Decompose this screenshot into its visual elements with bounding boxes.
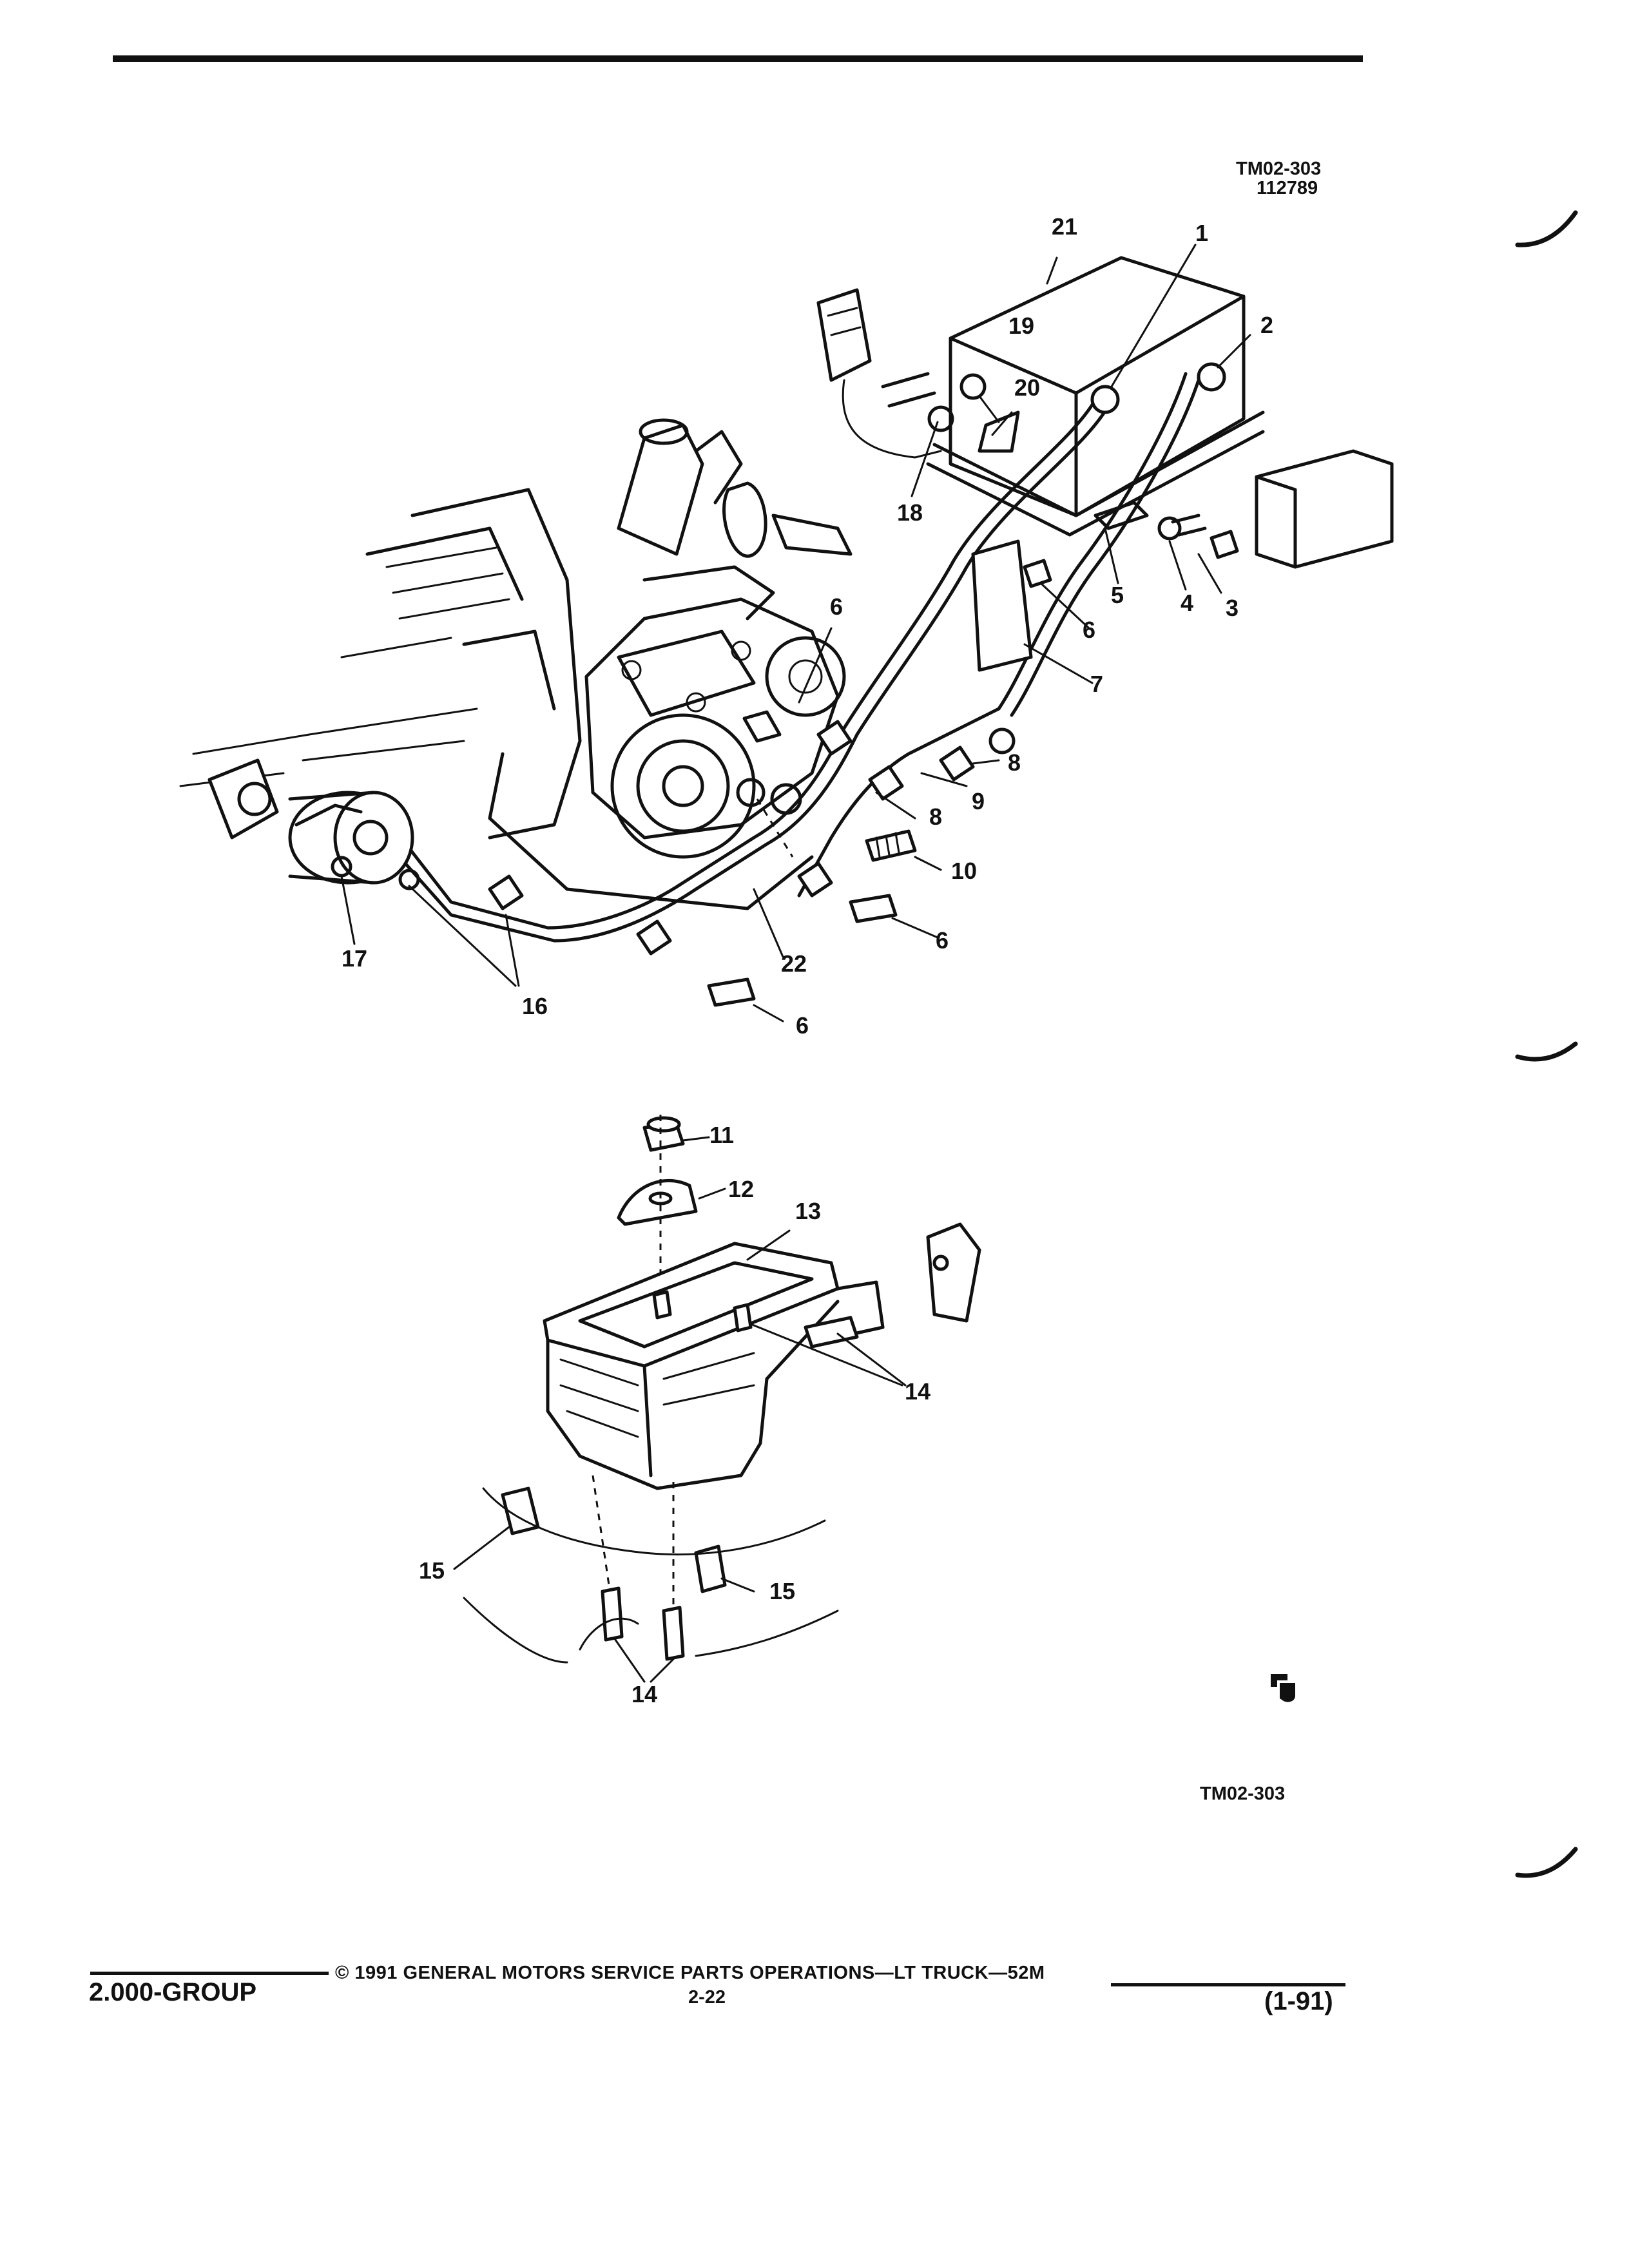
callout-2: 2 xyxy=(1260,312,1274,338)
footer-date: (1-91) xyxy=(1264,1987,1333,2015)
starter-motor-drawing xyxy=(207,758,420,890)
callout-16: 16 xyxy=(521,993,548,1019)
callout-7: 7 xyxy=(1090,671,1104,697)
footer-group: 2.000-GROUP xyxy=(89,1978,257,2006)
callout-22: 22 xyxy=(780,950,807,977)
binder-mark xyxy=(1515,210,1578,247)
callout-15: 15 xyxy=(418,1557,445,1584)
battery-cables-drawing xyxy=(398,362,1394,956)
callout-6: 6 xyxy=(829,593,843,620)
callout-8: 8 xyxy=(1007,749,1021,776)
callout-6: 6 xyxy=(795,1012,809,1039)
footer-rule-left xyxy=(90,1972,329,1975)
callout-8: 8 xyxy=(929,803,943,830)
service-logo xyxy=(1271,1674,1295,1702)
figure-number: 112789 xyxy=(1257,178,1318,198)
callout-6: 6 xyxy=(1082,617,1096,643)
callout-10: 10 xyxy=(950,858,978,884)
callout-9: 9 xyxy=(971,788,985,814)
leader-lines-upper xyxy=(340,244,1251,1023)
callout-6: 6 xyxy=(935,927,949,954)
callout-17: 17 xyxy=(341,945,368,972)
top-rule xyxy=(113,55,1363,62)
leader-lines-lower xyxy=(453,1136,907,1683)
callout-3: 3 xyxy=(1225,595,1239,621)
binder-mark xyxy=(1515,1041,1578,1062)
battery-tray-drawing xyxy=(463,1115,981,1664)
footer-copyright: © 1991 GENERAL MOTORS SERVICE PARTS OPER… xyxy=(335,1963,1045,1983)
callout-18: 18 xyxy=(896,499,923,526)
callout-14: 14 xyxy=(904,1378,931,1405)
footer-page-number: 2-22 xyxy=(688,1987,726,2008)
battery-drawing xyxy=(816,256,1265,537)
callout-12: 12 xyxy=(728,1176,755,1202)
callout-21: 21 xyxy=(1051,213,1078,240)
figure-code: TM02-303 xyxy=(1236,159,1322,179)
callout-11: 11 xyxy=(709,1122,735,1148)
callout-4: 4 xyxy=(1180,590,1194,616)
callout-20: 20 xyxy=(1014,374,1041,401)
callout-13: 13 xyxy=(795,1198,822,1224)
binder-mark xyxy=(1515,1847,1578,1878)
callout-19: 19 xyxy=(1008,312,1035,339)
hardware-bolts-drawing xyxy=(707,710,917,1007)
callout-14: 14 xyxy=(631,1681,658,1707)
callout-1: 1 xyxy=(1195,220,1209,246)
bottom-figure-code: TM02-303 xyxy=(1200,1783,1286,1804)
callout-5: 5 xyxy=(1110,582,1124,608)
engine-block-drawing xyxy=(179,418,853,910)
footer-rule-right xyxy=(1111,1983,1345,1986)
callout-15: 15 xyxy=(769,1578,796,1604)
